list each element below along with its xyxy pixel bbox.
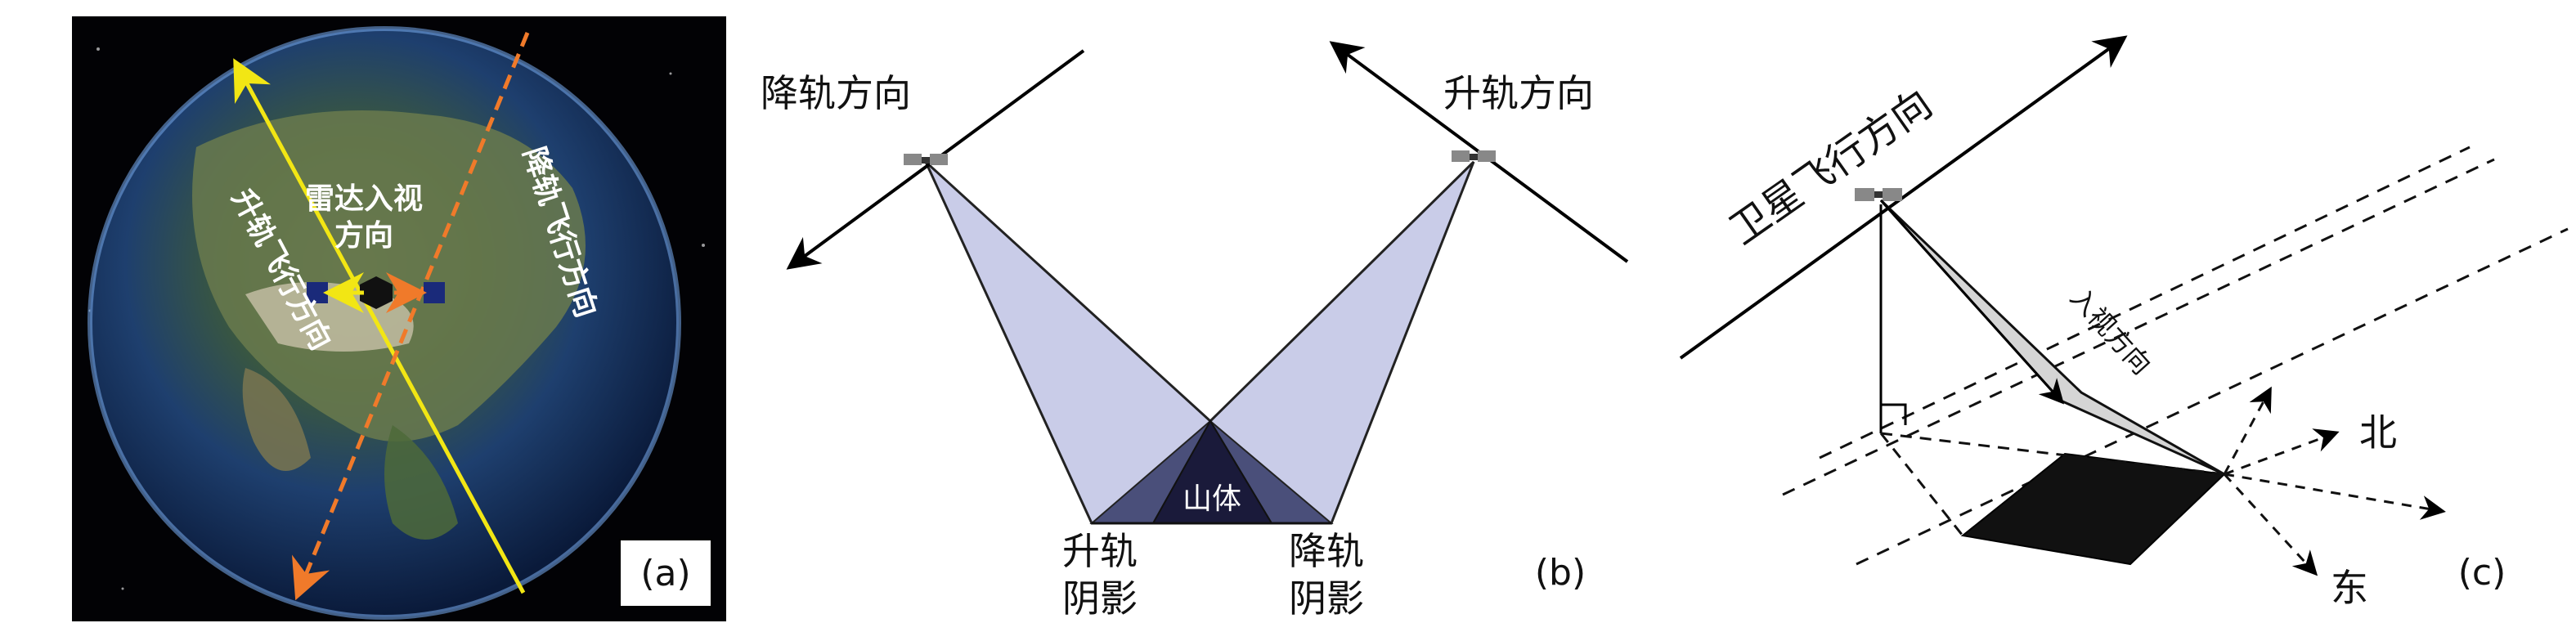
- descending-satellite-marker: [424, 282, 445, 303]
- panel-b-label: (b): [1535, 552, 1586, 594]
- descending-direction-label: 降轨方向: [761, 71, 911, 115]
- ascending-shadow-label-2: 阴影: [1062, 576, 1138, 621]
- earth-atmosphere: [88, 26, 681, 620]
- north-label: 北: [2359, 410, 2397, 455]
- descending-shadow-label-2: 阴影: [1289, 576, 1364, 621]
- ascending-satellite-icon: [1452, 150, 1496, 162]
- compass: [2223, 386, 2446, 576]
- land-southeast-asia: [384, 425, 458, 540]
- right-angle-marker: [1881, 403, 1907, 425]
- panel-a-label-box: [619, 539, 712, 607]
- east-label: 东: [2331, 566, 2368, 610]
- ground-grid: [1782, 146, 2569, 566]
- shadow-region: [1960, 452, 2227, 566]
- mountain-label: 山体: [1183, 482, 1241, 516]
- look-beam: [1879, 199, 2225, 476]
- look-direction-arrow: [1879, 199, 2065, 405]
- panel-a-label: (a): [640, 553, 690, 594]
- look-direction-label: 入视方向: [2064, 282, 2157, 381]
- radar-look-direction-label-2: 方向: [334, 219, 393, 253]
- panel-a: 雷达入视 方向 升轨飞行方向 降轨飞行方向 (a): [72, 16, 726, 621]
- descending-satellite-icon: [904, 154, 948, 165]
- radar-look-direction-label-1: 雷达入视: [305, 182, 423, 216]
- ascending-shadow-label-1: 升轨: [1062, 529, 1138, 573]
- descending-shadow-label-1: 降轨: [1289, 529, 1364, 573]
- nadir-to-shadow-dashed: [1879, 433, 1964, 536]
- panel-c-label: (c): [2458, 552, 2506, 594]
- panel-b: 山体 降轨方向 升轨方向 升轨 阴影 降轨 阴影 (b): [761, 41, 1629, 621]
- panel-c: 卫星飞行方向 入视方向 北 东 (c): [1679, 35, 2569, 610]
- satellite-icon: [1855, 188, 1902, 201]
- ascending-track-line: [233, 58, 526, 594]
- land-india: [242, 368, 311, 471]
- target-marker: [360, 276, 393, 309]
- ascending-direction-label: 升轨方向: [1443, 71, 1594, 115]
